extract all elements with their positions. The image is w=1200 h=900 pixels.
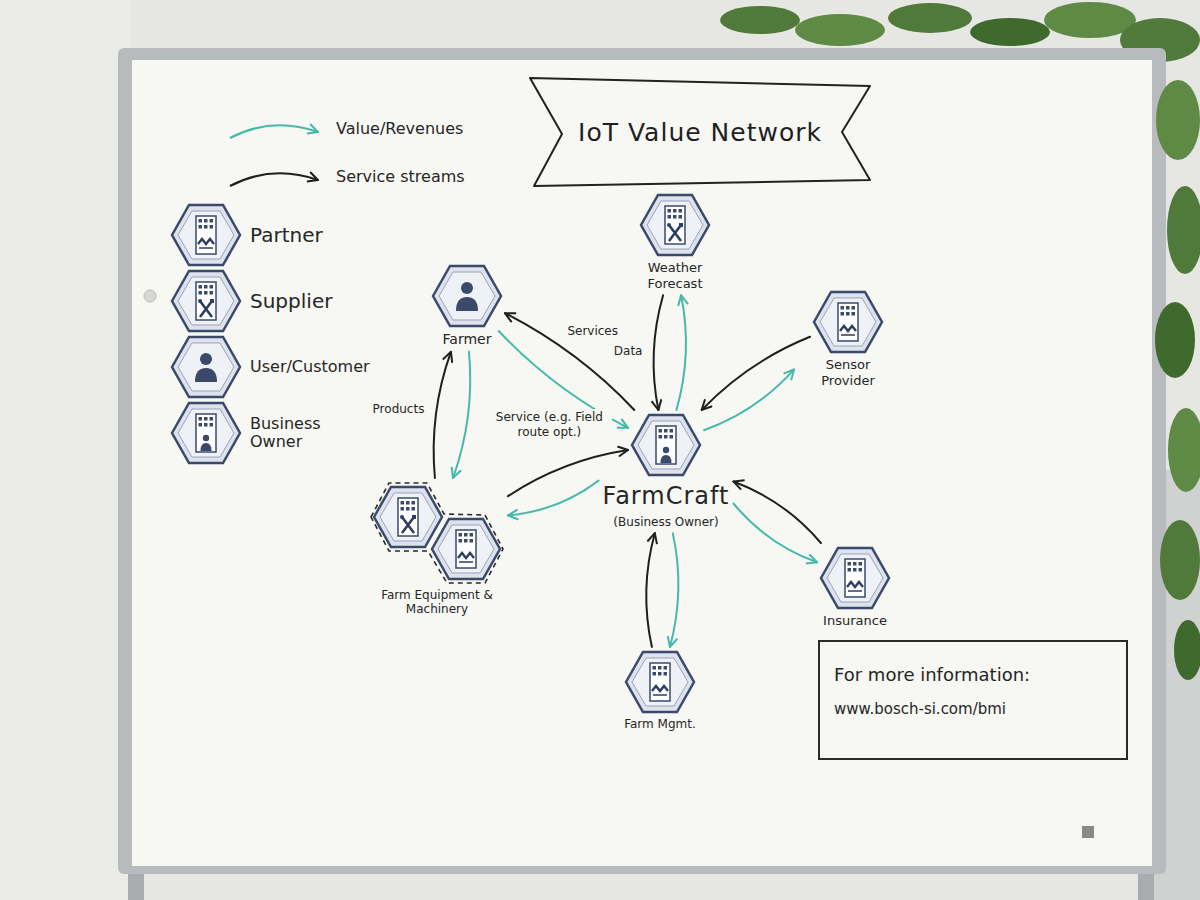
owner-hex-icon: [632, 414, 700, 476]
partner-hex-icon: [626, 651, 694, 713]
service-arrow: [654, 295, 664, 410]
supplier-hex-icon: [641, 194, 709, 256]
hex-node: Farmer: [433, 265, 501, 348]
edge-label: Data: [611, 343, 646, 359]
value-arrow: [670, 533, 679, 647]
node-label: Insurance: [823, 613, 887, 629]
edge-label: Services: [564, 323, 621, 339]
info-box: For more information: www.bosch-si.com/bm…: [818, 640, 1128, 760]
hex-node: Sensor Provider: [798, 291, 898, 388]
legend-hex-icon: [172, 270, 240, 332]
value-arrow: [508, 481, 599, 516]
legend-text: User/Customer: [250, 358, 370, 376]
value-arrow: [676, 295, 686, 410]
service-arrow: [646, 533, 655, 647]
info-text: www.bosch-si.com/bmi: [834, 700, 1006, 718]
info-text: For more information:: [834, 664, 1030, 686]
hex-node: Weather Forecast: [625, 194, 725, 291]
node-label: Farm Equipment & Machinery: [381, 588, 493, 617]
node-label: (Business Owner): [613, 515, 718, 529]
legend-row: User/Customer: [172, 336, 370, 398]
legend-row: Partner: [172, 204, 323, 266]
user-hex-icon: [433, 265, 501, 327]
equipment-hex-icons: [370, 482, 504, 584]
legend-text: Service streams: [336, 168, 465, 186]
service-arrow: [734, 482, 821, 544]
hex-node: Insurance: [821, 547, 889, 629]
legend-row: Value/Revenues: [226, 112, 463, 146]
legend-text: Value/Revenues: [336, 120, 463, 138]
service-arrow: [702, 337, 810, 410]
value-arrow: [704, 369, 794, 430]
legend-text: Business Owner: [250, 415, 350, 452]
hex-node: FarmCraft (Business Owner): [603, 414, 730, 529]
node-label: Farm Mgmt.: [624, 717, 696, 731]
legend-arrow: [226, 112, 326, 146]
service-arrow: [505, 313, 634, 410]
legend-row: Supplier: [172, 270, 332, 332]
edge-label: Products: [370, 401, 428, 417]
legend-text: Partner: [250, 224, 323, 247]
value-arrow: [453, 352, 470, 478]
node-label: Farmer: [443, 331, 492, 348]
legend-row: Service streams: [226, 160, 465, 194]
partner-hex-icon: [814, 291, 882, 353]
node-label: FarmCraft: [603, 482, 730, 511]
edge-label: Service (e.g. Field route opt.): [486, 409, 612, 440]
node-label: Sensor Provider: [798, 357, 898, 388]
legend-row: Business Owner: [172, 402, 350, 464]
legend-hex-icon: [172, 402, 240, 464]
legend-arrow: [226, 160, 326, 194]
equipment-group-node: Farm Equipment & Machinery: [370, 482, 504, 617]
partner-hex-icon: [821, 547, 889, 609]
legend-text: Supplier: [250, 290, 332, 313]
legend-hex-icon: [172, 336, 240, 398]
hex-node: Farm Mgmt.: [624, 651, 696, 731]
diagram-title: IoT Value Network: [555, 118, 845, 148]
value-arrow: [734, 504, 818, 563]
legend-hex-icon: [172, 204, 240, 266]
node-label: Weather Forecast: [625, 260, 725, 291]
service-arrow: [434, 352, 451, 478]
